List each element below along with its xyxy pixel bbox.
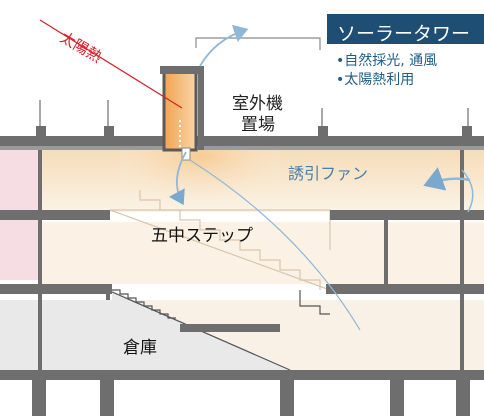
storage-label: 倉庫 (123, 338, 157, 358)
roof-parapets (36, 126, 472, 140)
outdoor-unit-enclosure (195, 37, 321, 50)
solar-tower (160, 66, 204, 161)
airflow-arrows (168, 24, 474, 331)
solar-tower-title: ソーラータワー (327, 14, 484, 44)
solar-tower-bullet: •自然採光, 通風 (336, 53, 438, 69)
outdoor-unit-label-line2: 置場 (241, 115, 275, 135)
solar-tower-bullets: •自然採光, 通風 •太陽熱利用 (336, 52, 437, 90)
foundation-columns (32, 380, 470, 416)
middle-floor-space (40, 222, 484, 284)
storage-space (0, 290, 290, 370)
outdoor-unit-label-line1: 室外機 (232, 94, 283, 114)
tower-light-fixture (181, 147, 191, 161)
sun-heat-arrow (39, 19, 183, 109)
five-step-label: 五中ステップ (151, 226, 253, 246)
floor-slabs (0, 136, 484, 380)
induction-fan-label: 誘引ファン (288, 164, 369, 183)
solar-tower-bullet: •太陽熱利用 (336, 72, 415, 88)
